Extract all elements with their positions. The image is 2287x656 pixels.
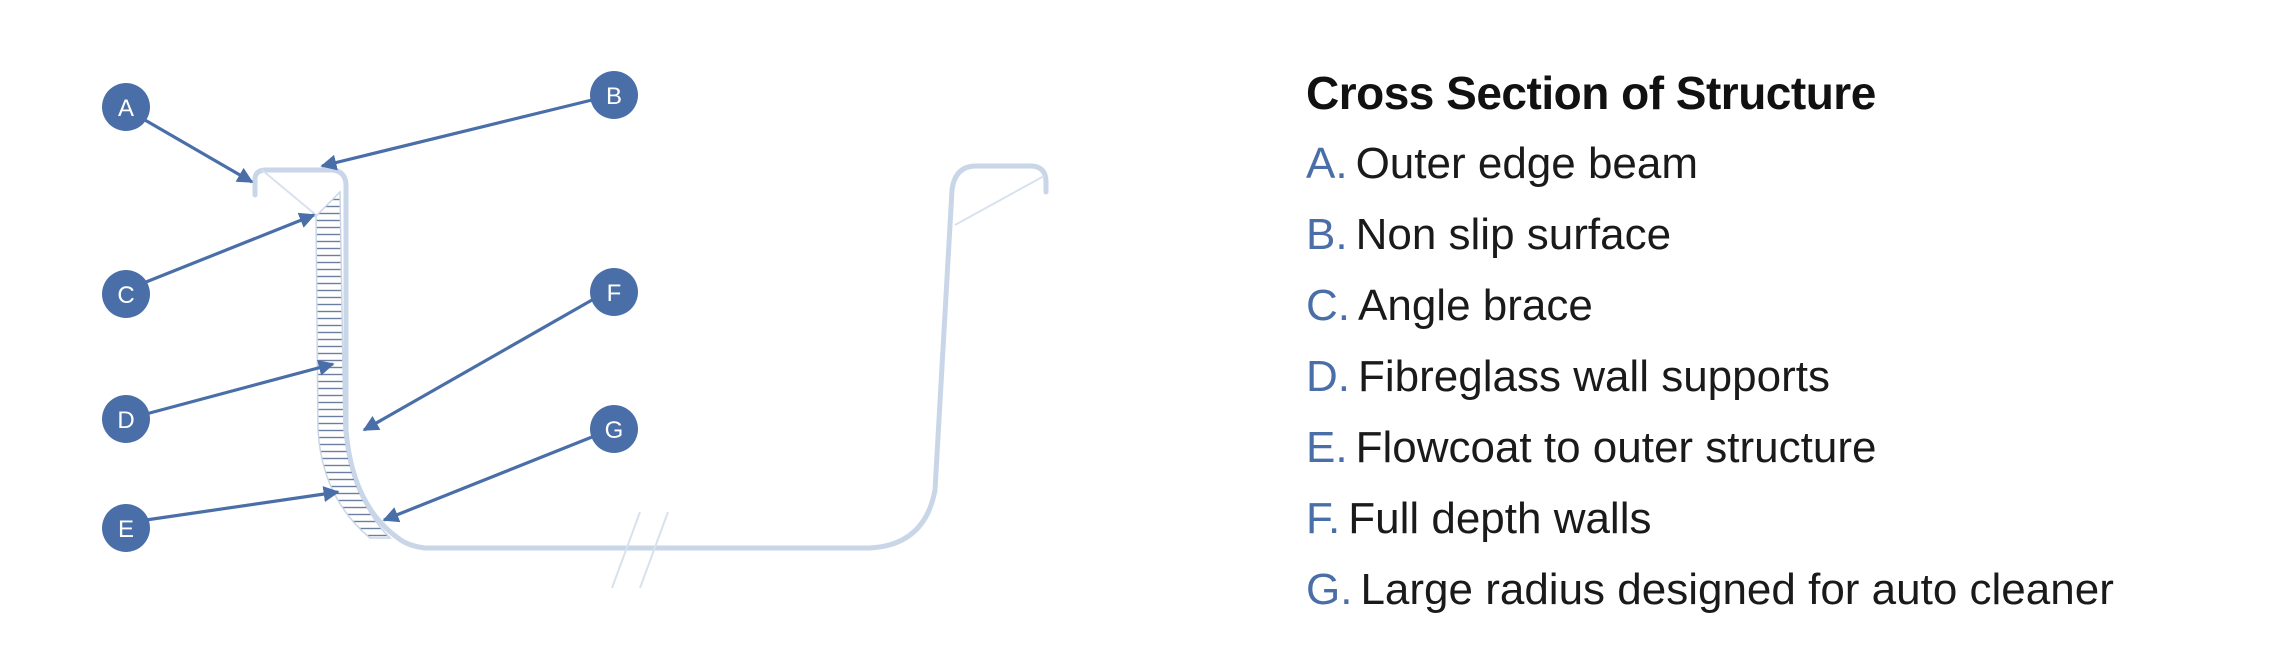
legend-label: Large radius designed for auto cleaner	[1360, 565, 2114, 614]
legend-label: Angle brace	[1358, 281, 1593, 330]
legend-item-c: C.Angle brace	[1306, 270, 2266, 341]
legend-item-e: E.Flowcoat to outer structure	[1306, 412, 2266, 483]
arrow-c	[145, 212, 316, 284]
callout-d: D	[102, 395, 150, 443]
arrow-a	[137, 114, 254, 184]
legend-label: Fibreglass wall supports	[1358, 352, 1830, 401]
legend-item-a: A.Outer edge beam	[1306, 128, 2266, 199]
callout-arrows	[137, 98, 593, 523]
callout-f: F	[590, 268, 638, 316]
legend-key: D.	[1306, 352, 1350, 401]
legend-item-d: D.Fibreglass wall supports	[1306, 341, 2266, 412]
callout-letter-a: A	[118, 95, 134, 122]
legend-key: E.	[1306, 423, 1348, 472]
legend-key: A.	[1306, 139, 1348, 188]
callout-letter-f: F	[607, 280, 622, 307]
callout-letter-e: E	[118, 516, 134, 543]
wall-support-hatching	[315, 190, 392, 539]
callout-e: E	[102, 504, 150, 552]
callout-b: B	[590, 71, 638, 119]
callout-letter-c: C	[117, 282, 134, 309]
legend-item-b: B.Non slip surface	[1306, 199, 2266, 270]
legend-label: Outer edge beam	[1355, 139, 1699, 188]
legend-key: F.	[1306, 494, 1341, 543]
legend-label: Non slip surface	[1355, 210, 1672, 259]
arrow-e	[145, 486, 340, 522]
callout-letter-g: G	[605, 417, 624, 444]
pool-shell	[252, 163, 1049, 589]
arrow-d	[145, 359, 335, 416]
legend-item-f: F.Full depth walls	[1306, 483, 2266, 554]
arrow-f	[362, 298, 593, 432]
legend-key: C.	[1306, 281, 1350, 330]
legend-title: Cross Section of Structure	[1306, 67, 1876, 119]
callout-letter-d: D	[117, 407, 134, 434]
arrow-b	[320, 98, 593, 171]
legend-key: G.	[1306, 565, 1353, 614]
cross-section-diagram: A B C D E F G	[102, 71, 1049, 589]
legend-label: Full depth walls	[1348, 494, 1652, 543]
callout-a: A	[102, 83, 150, 131]
legend-label: Flowcoat to outer structure	[1355, 423, 1877, 472]
callout-c: C	[102, 270, 150, 318]
legend-item-g: G.Large radius designed for auto cleaner	[1306, 554, 2266, 625]
callout-g: G	[590, 405, 638, 453]
callout-letter-b: B	[606, 83, 622, 110]
arrow-g	[382, 435, 593, 523]
legend-key: B.	[1306, 210, 1348, 259]
legend: Cross Section of Structure A.Outer edge …	[1306, 58, 2266, 625]
